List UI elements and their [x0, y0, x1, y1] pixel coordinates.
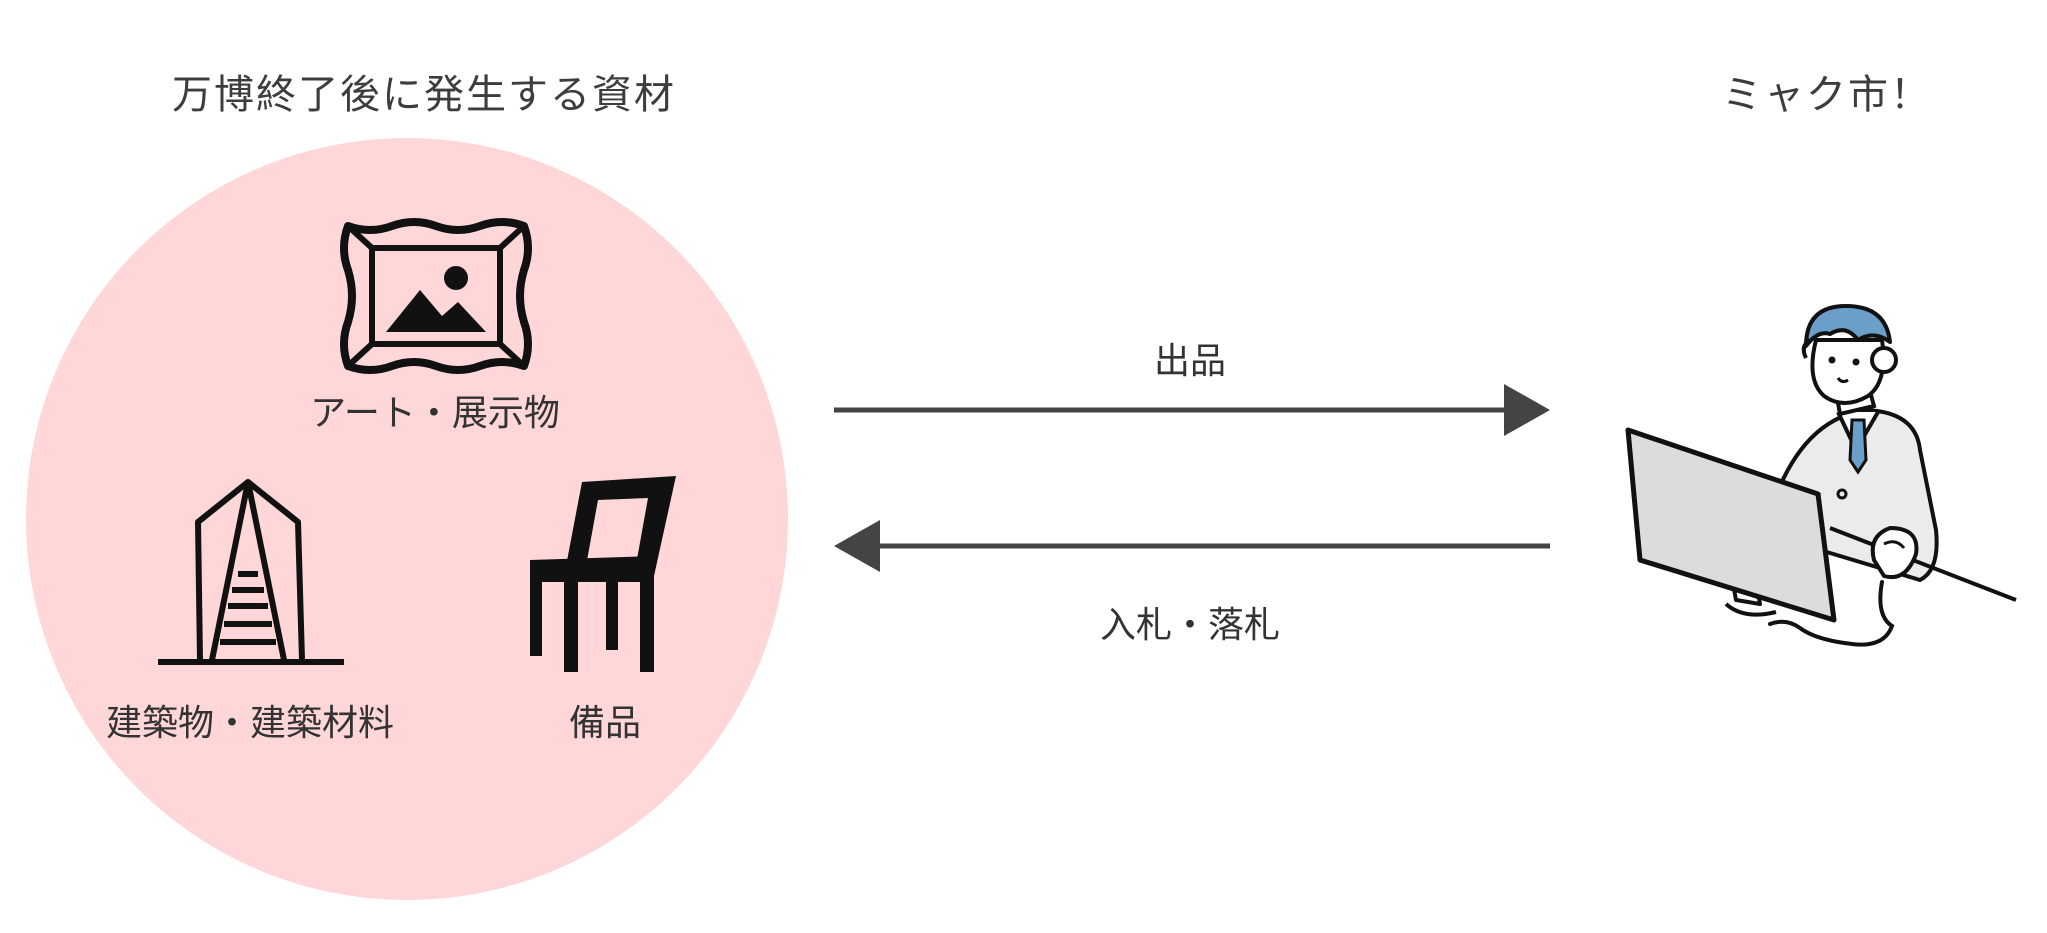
building-label: 建築物・建築材料 — [105, 703, 394, 744]
equipment-label: 備品 — [568, 703, 641, 744]
chair-icon — [530, 476, 676, 672]
building-icon — [158, 479, 344, 665]
listing-label: 出品 — [1153, 341, 1226, 382]
listing-arrow — [834, 384, 1550, 436]
bidding-arrow — [834, 520, 1550, 572]
art-label: アート・展示物 — [310, 393, 560, 434]
bidding-label: 入札・落札 — [1099, 605, 1280, 646]
left-title: 万博終了後に発生する資材 — [172, 72, 676, 118]
person-at-computer-icon — [1625, 304, 2017, 647]
right-title: ミャク市！ — [1722, 72, 1932, 118]
picture-frame-icon — [340, 218, 532, 374]
